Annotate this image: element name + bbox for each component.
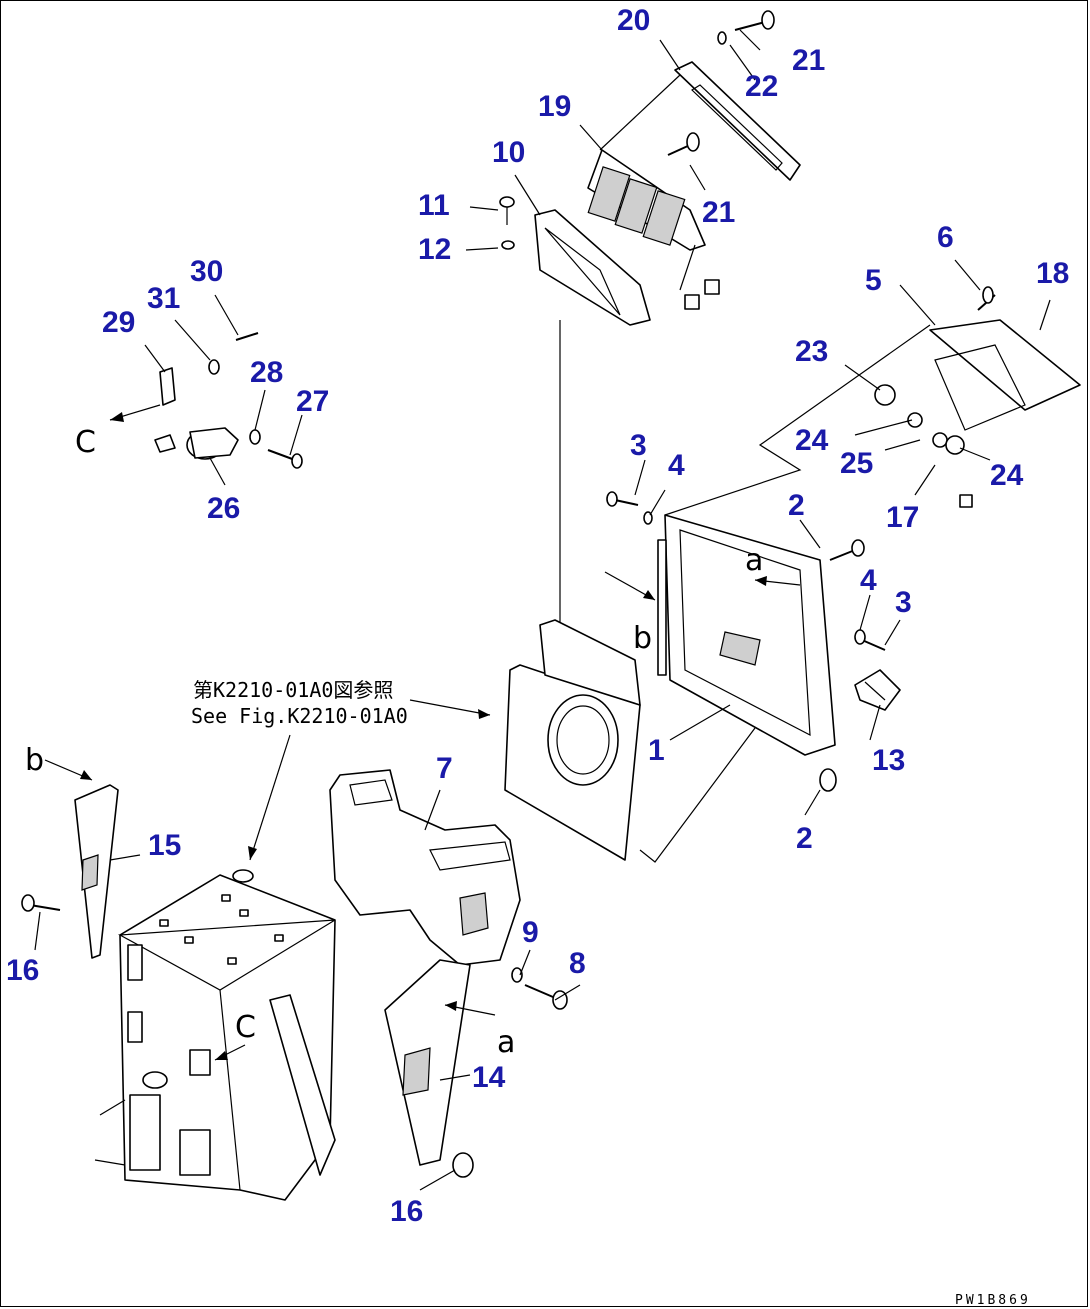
part-number: 16 [390,1195,423,1228]
part-number: 25 [840,447,873,480]
leader-lines [34,29,1051,1191]
part-number: 10 [492,136,525,169]
part-number: 27 [296,385,329,418]
part-number: 3 [630,429,647,462]
part-number: 21 [702,196,735,229]
part-number: 4 [668,449,685,482]
part-number: 29 [102,306,135,339]
switch-bracket [874,286,1081,508]
part-number: 31 [147,282,180,315]
reference-text-jp: 第K2210-01A0図参照 [193,678,393,702]
filter-cover-plate [674,61,801,181]
bolt-2-top [829,539,865,561]
drawing-code: PW1B869 [955,1293,1031,1308]
cab-frame [94,869,336,1201]
part-number: 23 [795,335,828,368]
duct-10 [499,196,651,326]
part-number: 17 [886,501,919,534]
screw-21-top [717,10,775,45]
reference-arrows [44,404,801,1061]
part-number: 21 [792,44,825,77]
cover-15 [74,784,119,959]
part-number: 16 [6,954,39,987]
screw-21-mid [667,132,700,156]
part-number: 5 [865,264,882,297]
part-number: 24 [990,459,1024,492]
part-number: 2 [796,822,813,855]
part-number: 22 [745,70,778,103]
part-number: 8 [569,947,586,980]
part-number: 4 [860,564,877,597]
cover-14 [384,959,474,1178]
view-letter-a: a [745,543,763,578]
part-number: 19 [538,90,571,123]
part-number: 12 [418,233,451,266]
part-number: 20 [617,4,650,37]
view-letter-c: C [75,425,96,460]
part-number: 3 [895,586,912,619]
part-number: 1 [648,734,665,767]
air-duct-7 [329,769,521,966]
bolt-3-left [606,491,653,525]
connector-13 [854,669,901,711]
part-number: 6 [937,221,954,254]
view-letter-a: a [497,1025,515,1060]
view-letter-b: b [633,621,652,656]
part-number: 15 [148,829,181,862]
reference-text-en: See Fig.K2210-01A0 [191,704,408,728]
part-number: 24 [795,424,829,457]
bracket-1 [657,514,836,756]
heater-box [504,619,641,861]
part-number: 18 [1036,257,1069,290]
part-number: 30 [190,255,223,288]
part-number: 13 [872,744,905,777]
view-letter-b: b [25,743,44,778]
part-number: 2 [788,489,805,522]
bolt-2-bottom [819,768,837,792]
relay-26 [154,332,303,469]
part-number: 7 [436,752,453,785]
view-letter-c: C [235,1010,256,1045]
bolt-16-left [21,894,61,912]
part-number: 28 [250,356,283,389]
part-number: 11 [418,189,450,222]
part-number: 26 [207,492,240,525]
part-number: 9 [522,916,539,949]
bolt-3-right [854,629,886,651]
filter-element [587,149,720,310]
part-number: 14 [472,1061,506,1094]
